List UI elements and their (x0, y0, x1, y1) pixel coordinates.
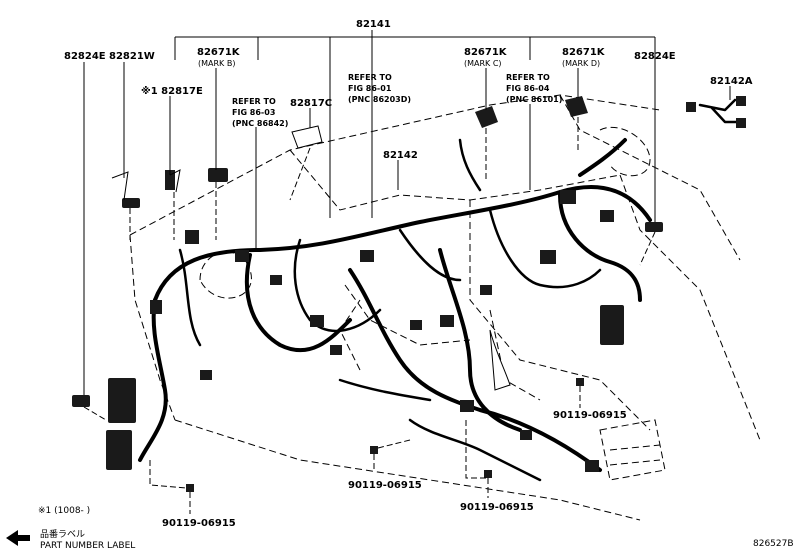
figure-id: 826527B (753, 539, 794, 549)
label-82671k-d: 82671K (562, 47, 606, 58)
ref-8603-line3: (PNC 86842) (232, 119, 288, 128)
harness-wires (138, 98, 744, 482)
label-mark-d: (MARK D) (562, 59, 600, 68)
ref-8604-line2: FIG 86-04 (506, 84, 550, 93)
label-mark-c: (MARK C) (464, 59, 502, 68)
ref-8603-line1: REFER TO (232, 97, 276, 106)
label-82821w: 82821W (109, 51, 155, 62)
part-number-label-jp: 品番ラベル (40, 528, 85, 540)
label-82824e-right: 82824E (634, 51, 676, 62)
label-82824e-left: 82824E (64, 51, 106, 62)
label-bolt-2: 90119-06915 (348, 480, 422, 491)
ref-8603-line2: FIG 86-03 (232, 108, 275, 117)
label-82817c: 82817C (290, 98, 332, 109)
dashboard-outline (129, 94, 761, 521)
label-82141: 82141 (356, 19, 391, 30)
arrow-left-icon (6, 530, 30, 546)
ref-8601-line1: REFER TO (348, 73, 392, 82)
label-bolt-3: 90119-06915 (460, 502, 534, 513)
label-mark-b: (MARK B) (198, 59, 235, 68)
bolts (186, 378, 584, 492)
leader-lines (83, 30, 731, 514)
part-number-label-en: PART NUMBER LABEL (40, 541, 135, 551)
footnote: ※1 (1008- ) (38, 506, 90, 516)
label-82142a: 82142A (710, 76, 753, 87)
label-bolt-4: 90119-06915 (162, 518, 236, 529)
footer: ※1 (1008- ) 品番ラベル PART NUMBER LABEL 8265… (6, 506, 794, 551)
ref-8601-line3: (PNC 86203D) (348, 95, 411, 104)
label-82817e: ※1 82817E (141, 85, 203, 97)
part-labels: 82141 82824E 82821W 82671K (MARK B) ※1 8… (64, 19, 753, 529)
connectors (72, 96, 746, 472)
label-82142: 82142 (383, 150, 418, 161)
label-82671k-b: 82671K (197, 47, 241, 58)
ref-8601-line2: FIG 86-01 (348, 84, 392, 93)
label-82671k-c: 82671K (464, 47, 508, 58)
ref-8604-line3: (PNC 86101) (506, 95, 562, 104)
ref-8604-line1: REFER TO (506, 73, 550, 82)
label-bolt-1: 90119-06915 (553, 410, 627, 421)
